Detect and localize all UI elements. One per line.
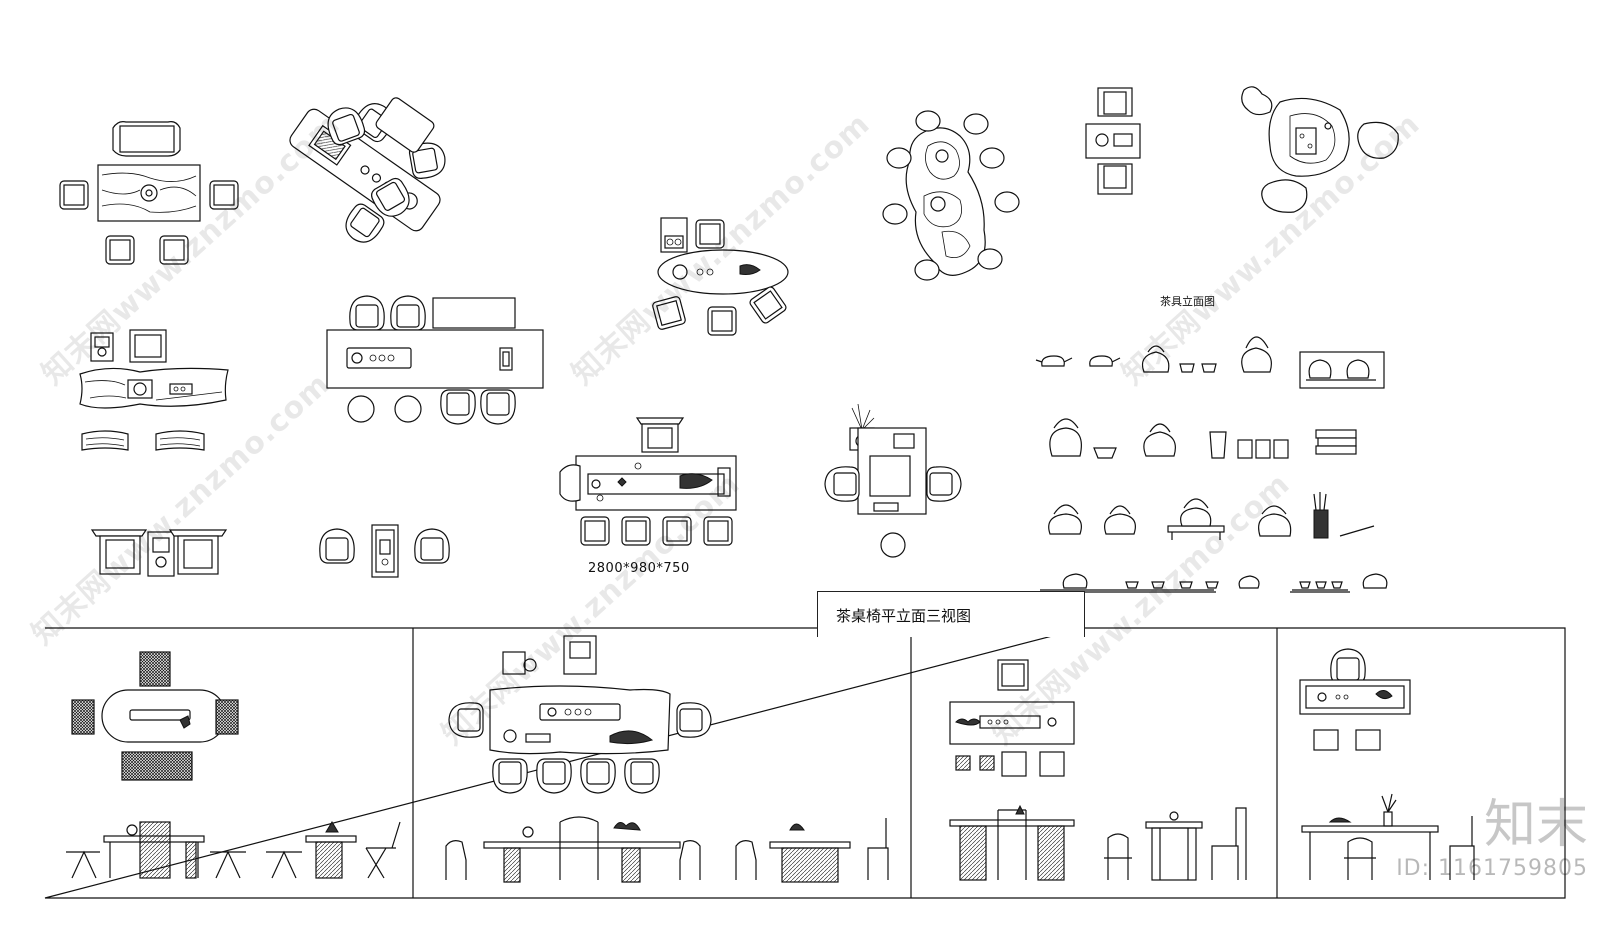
teapot-row-1 <box>1035 336 1385 389</box>
three-view-panel-2 <box>445 635 889 883</box>
teaware-title: 茶具立面图 <box>1160 295 1215 308</box>
teapot-row-2 <box>1049 418 1357 459</box>
tea-table-set-3-plan <box>90 529 228 577</box>
small-tea-table-plan <box>1085 87 1141 195</box>
teaware-tray-row <box>1038 573 1388 593</box>
three-view-panel-4 <box>1299 648 1475 880</box>
teaware-elevations <box>1035 336 1388 593</box>
stone-tea-table-plan <box>882 110 1020 281</box>
tea-table-set-1-plan <box>59 121 239 265</box>
rock-tea-table-plan <box>1241 86 1399 213</box>
tea-table-set-2-chairs <box>322 97 449 223</box>
tea-table-2800-plan <box>559 417 737 546</box>
square-tea-table-plan <box>824 403 962 558</box>
image-id: ID: 1161759805 <box>1396 856 1588 881</box>
three-view-sheet-frame <box>44 627 1566 899</box>
live-edge-tea-table-plan <box>79 329 229 451</box>
brand-logo: 知末 <box>1483 795 1588 855</box>
long-tea-table-plan <box>326 295 544 425</box>
sheet-title-tab: 茶桌椅平立面三视图 <box>817 591 1085 637</box>
dimension-label: 2800*980*750 <box>588 561 690 576</box>
tea-table-oval-plan <box>651 217 789 336</box>
teapot-row-3 <box>1048 492 1375 540</box>
sheet-title: 茶桌椅平立面三视图 <box>836 607 972 625</box>
three-view-panel-3 <box>949 659 1247 881</box>
chair-cabinet-plan <box>319 524 450 578</box>
three-view-panel-1 <box>66 651 401 879</box>
